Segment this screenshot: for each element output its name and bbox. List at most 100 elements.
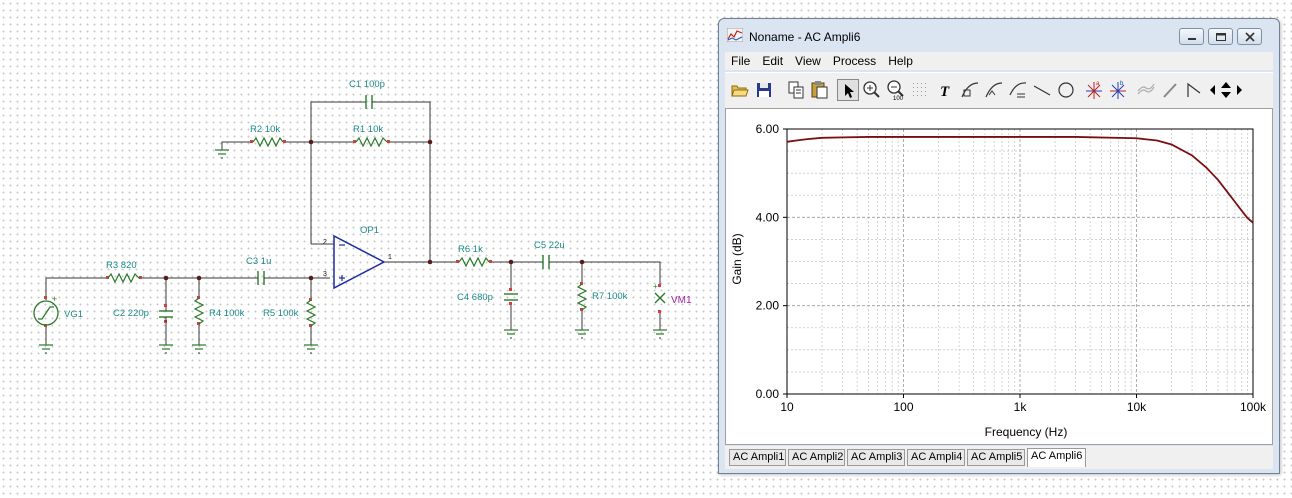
arrow-up-down-icon [1221, 82, 1231, 98]
gain-curve-series [786, 136, 1254, 224]
paste-button[interactable] [809, 79, 831, 101]
ground-symbol [304, 344, 318, 354]
y-tick-label: 0.00 [756, 387, 780, 401]
scroll-left-button[interactable] [1207, 79, 1219, 101]
text-tool-button[interactable]: T [935, 79, 957, 101]
resistor-r3 [107, 272, 140, 284]
zoom-100-icon: 100 [887, 80, 904, 101]
grid-button[interactable] [909, 79, 931, 101]
zoom-in-button[interactable] [861, 79, 883, 101]
pen-button[interactable] [1159, 79, 1181, 101]
open-button[interactable] [729, 79, 751, 101]
app-icon [727, 28, 743, 42]
ground-symbol [575, 329, 589, 339]
cursor-b-button[interactable]: b [1107, 79, 1129, 101]
x-tick-label: 1k [1014, 400, 1028, 414]
x-tick-label: 100k [1240, 400, 1267, 414]
tab-ac-ampli4[interactable]: AC Ampli4 [907, 449, 965, 466]
copy-icon [788, 81, 804, 99]
junction-dot [427, 259, 433, 265]
curve-tool-icon [1009, 82, 1027, 98]
junction-dot [196, 275, 202, 281]
menu-process[interactable]: Process [832, 54, 877, 68]
capacitor-c4 [504, 293, 518, 301]
text-tool-icon: T [940, 84, 950, 100]
signal-generator-icon: + [33, 294, 59, 326]
circle-tool-button[interactable] [1055, 79, 1077, 101]
x-tick-label: 10k [1127, 400, 1147, 414]
ground-symbol [504, 329, 518, 339]
capacitor-c1 [365, 95, 380, 109]
junction-dot [579, 259, 585, 265]
open-icon [731, 85, 749, 97]
ac-analysis-window[interactable]: Noname - AC Ampli6 File Edit View Process He… [718, 18, 1280, 474]
capacitor-c5 [540, 255, 554, 269]
x-tick-label: 100 [893, 400, 913, 414]
close-icon [1245, 32, 1255, 42]
label-r6: R6 1k [458, 244, 483, 255]
tab-ac-ampli2[interactable]: AC Ampli2 [788, 449, 845, 466]
save-button[interactable] [753, 79, 775, 101]
label-c2: C2 220p [113, 308, 149, 319]
curve-tool-button-3[interactable] [1007, 79, 1029, 101]
resistor-r6 [458, 256, 490, 268]
label-c3: C3 1u [246, 256, 271, 267]
resistor-r7 [576, 283, 588, 311]
op-amp-icon [333, 234, 386, 290]
svg-text:T: T [940, 84, 950, 100]
label-vm1: VM1 [671, 295, 692, 306]
svg-text:+: + [52, 294, 57, 304]
ground-symbol [215, 149, 229, 159]
tab-ac-ampli1[interactable]: AC Ampli1 [729, 449, 786, 466]
label-r5: R5 100k [263, 308, 299, 319]
y-tick-label: 4.00 [756, 210, 780, 224]
menu-file[interactable]: File [731, 54, 751, 68]
tab-ac-ampli5[interactable]: AC Ampli5 [967, 449, 1025, 466]
svg-text:+: + [653, 282, 658, 291]
label-c4: C4 680p [457, 292, 493, 303]
x-axis-label: Frequency (Hz) [985, 425, 1068, 439]
svg-text:a: a [1096, 81, 1100, 87]
label-r4: R4 100k [209, 308, 245, 319]
pointer-button[interactable] [837, 79, 859, 101]
wire [310, 101, 366, 244]
label-r3: R3 820 [106, 260, 137, 271]
scroll-right-button[interactable] [1233, 79, 1245, 101]
y-tick-label: 6.00 [756, 122, 780, 136]
close-button[interactable] [1237, 28, 1262, 45]
svg-text:b: b [1120, 81, 1124, 87]
zoom-100-button[interactable]: 100 [885, 79, 907, 101]
junction-dot [308, 139, 314, 145]
menu-view[interactable]: View [795, 54, 821, 68]
tab-ac-ampli6[interactable]: AC Ampli6 [1027, 448, 1086, 467]
minimize-button[interactable] [1179, 28, 1204, 45]
label-r2: R2 10k [250, 124, 280, 135]
wire [45, 277, 108, 300]
maximize-icon [1216, 33, 1226, 41]
title-bar[interactable]: Noname - AC Ampli6 [719, 19, 1279, 49]
wave-button[interactable] [1135, 79, 1157, 101]
pointer-icon [845, 84, 854, 98]
curve-tool-button[interactable] [959, 79, 981, 101]
corner-button[interactable] [1183, 79, 1205, 101]
schematic-canvas[interactable]: + + C1 100p R2 10k R1 10k OP1 R3 820 C3 … [0, 0, 712, 498]
x-tick-label: 10 [780, 400, 794, 414]
cursor-a-button[interactable]: a [1083, 79, 1105, 101]
menu-edit[interactable]: Edit [762, 54, 784, 68]
window-title: Noname - AC Ampli6 [749, 30, 861, 44]
pin-label: 2 [323, 239, 327, 246]
scroll-vertical-button[interactable] [1219, 79, 1233, 101]
curve-tool-button-2[interactable] [983, 79, 1005, 101]
line-tool-button[interactable] [1031, 79, 1053, 101]
pin-label: 1 [388, 254, 392, 261]
cursor-a-icon: a [1086, 81, 1102, 99]
junction-dot [508, 259, 514, 265]
paste-icon [811, 81, 828, 99]
copy-button[interactable] [785, 79, 807, 101]
grid-icon [913, 83, 926, 96]
maximize-button[interactable] [1208, 28, 1233, 45]
tab-ac-ampli3[interactable]: AC Ampli3 [847, 449, 905, 466]
menu-help[interactable]: Help [888, 54, 913, 68]
